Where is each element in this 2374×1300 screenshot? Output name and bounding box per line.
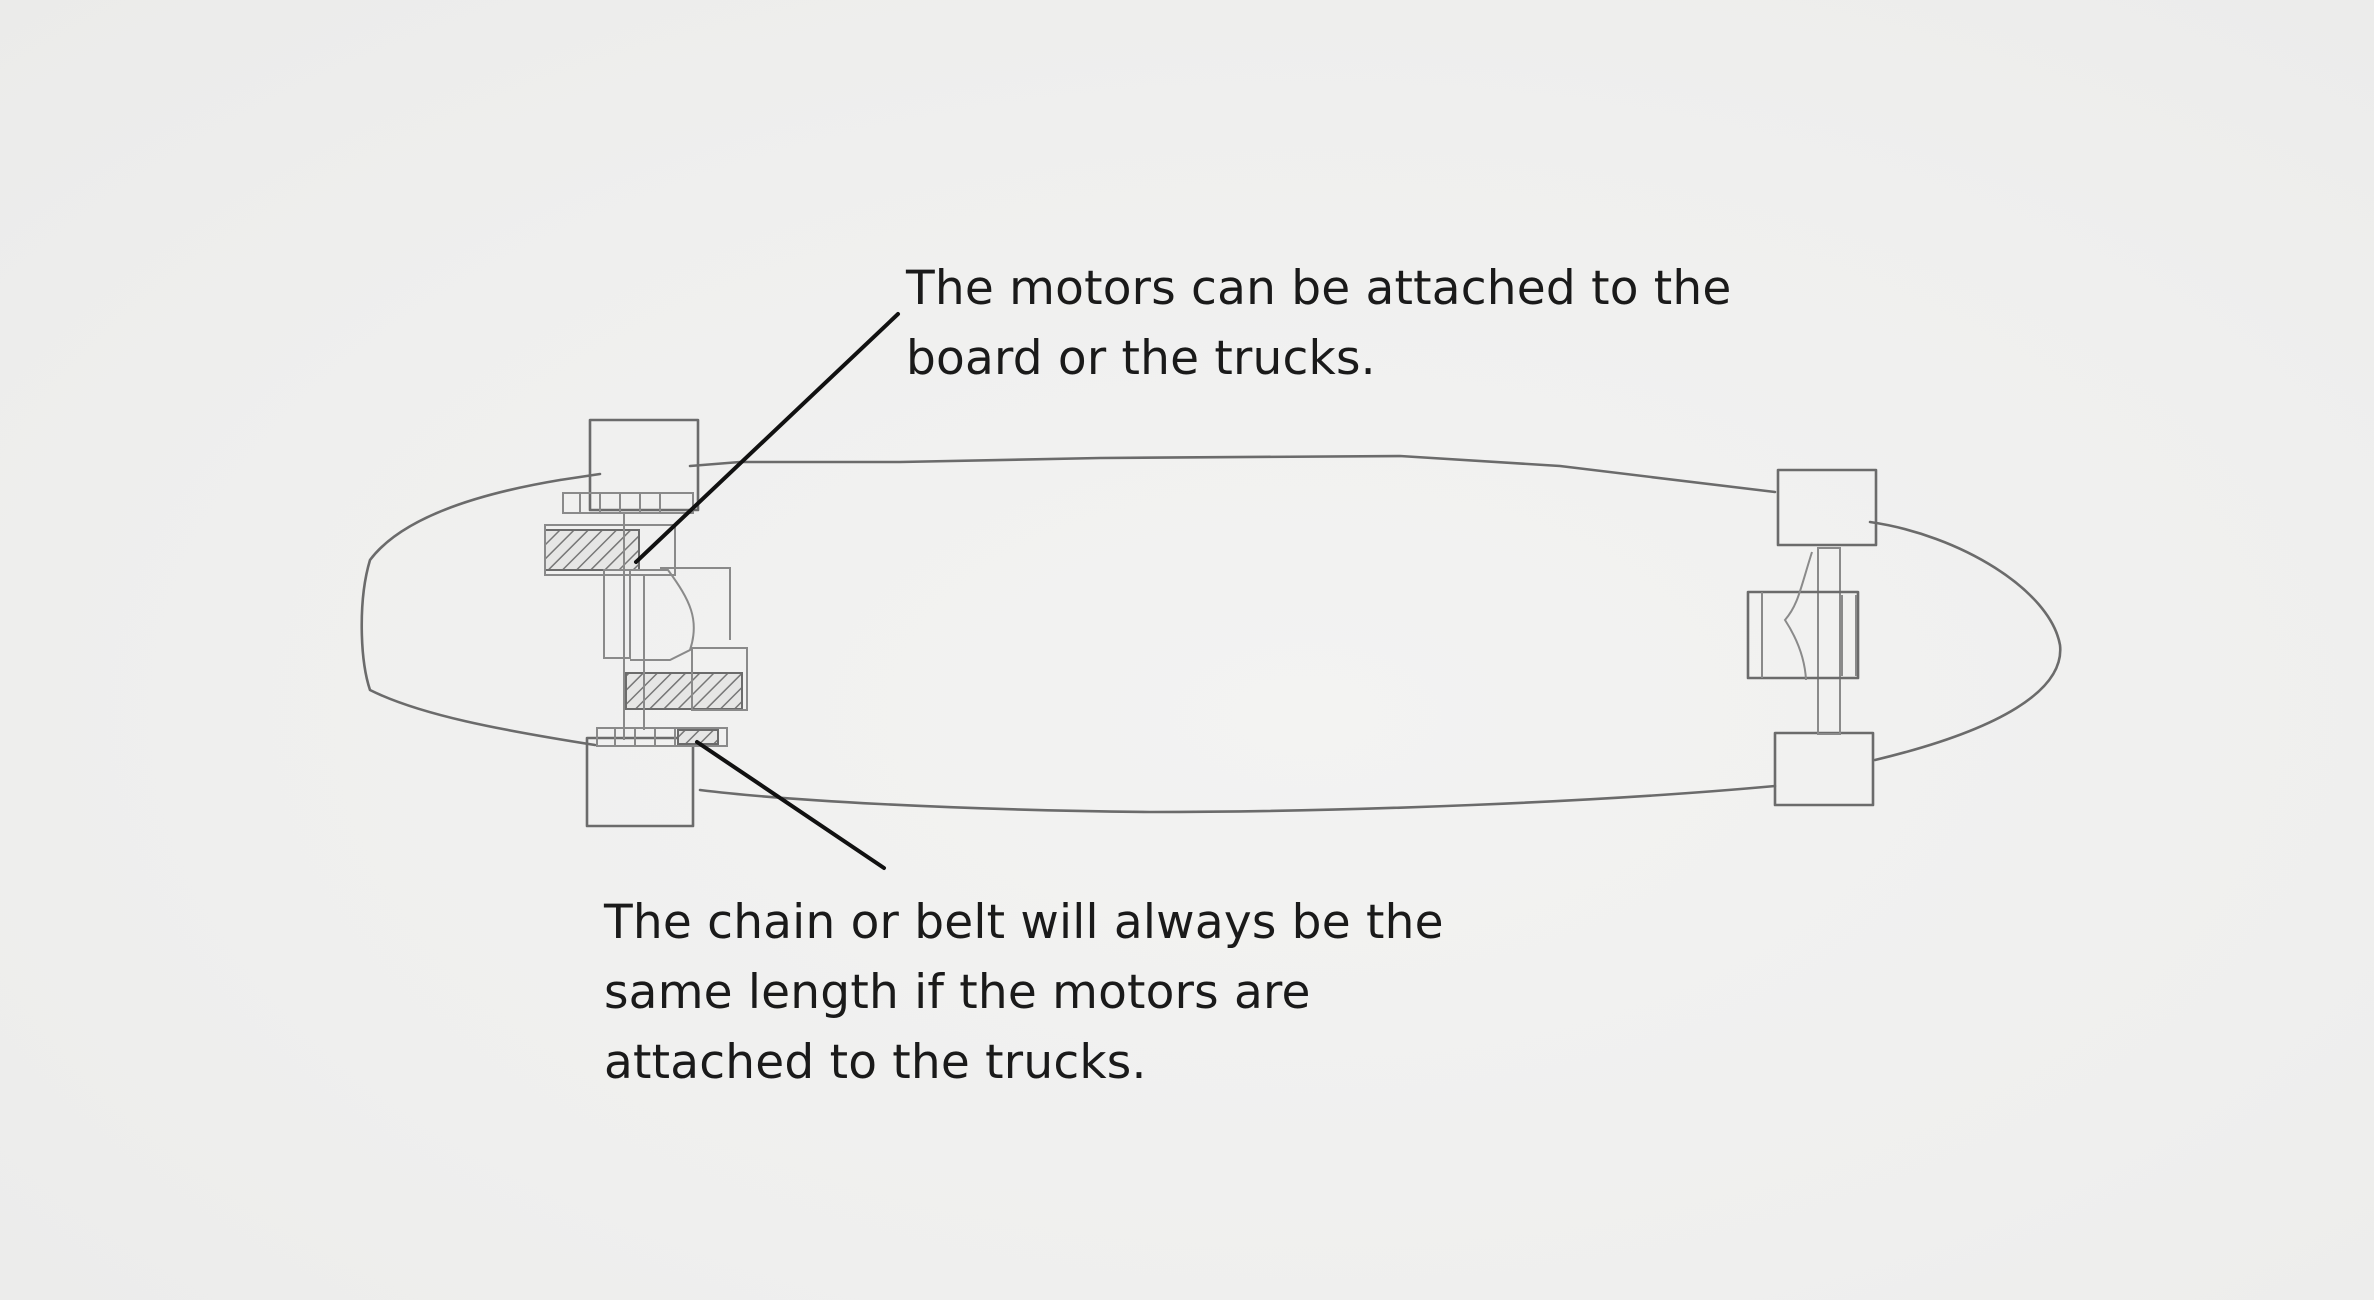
chain-leader-line [695, 740, 886, 870]
left-truck-baseplate [603, 569, 631, 659]
chain-annotation-line-3: attached to the trucks. [604, 1035, 1147, 1090]
skateboard-deck [360, 454, 2062, 814]
motors-annotation: The motors can be attached to the board … [906, 254, 1732, 394]
right-top-wheel [1776, 468, 1878, 547]
chain-annotation: The chain or belt will always be the sam… [604, 888, 1444, 1098]
motors-annotation-line-2: board or the trucks. [906, 331, 1376, 386]
left-bottom-plate [596, 727, 728, 747]
right-truck-axle [1817, 547, 1841, 735]
left-truck-hanger [630, 567, 731, 661]
motors-leader-line [634, 312, 900, 564]
right-truck-hanger [1761, 551, 1813, 681]
chain-annotation-line-1: The chain or belt will always be the [604, 895, 1444, 950]
left-bottom-motor [625, 672, 743, 710]
right-bottom-wheel [1773, 731, 1875, 807]
right-truck-baseplate [1746, 590, 1860, 680]
left-bottom-wheel [585, 736, 695, 828]
left-top-wheel [588, 418, 700, 512]
left-top-plate [562, 492, 694, 514]
chain-annotation-line-2: same length if the motors are [604, 965, 1311, 1020]
motors-annotation-line-1: The motors can be attached to the [906, 261, 1732, 316]
